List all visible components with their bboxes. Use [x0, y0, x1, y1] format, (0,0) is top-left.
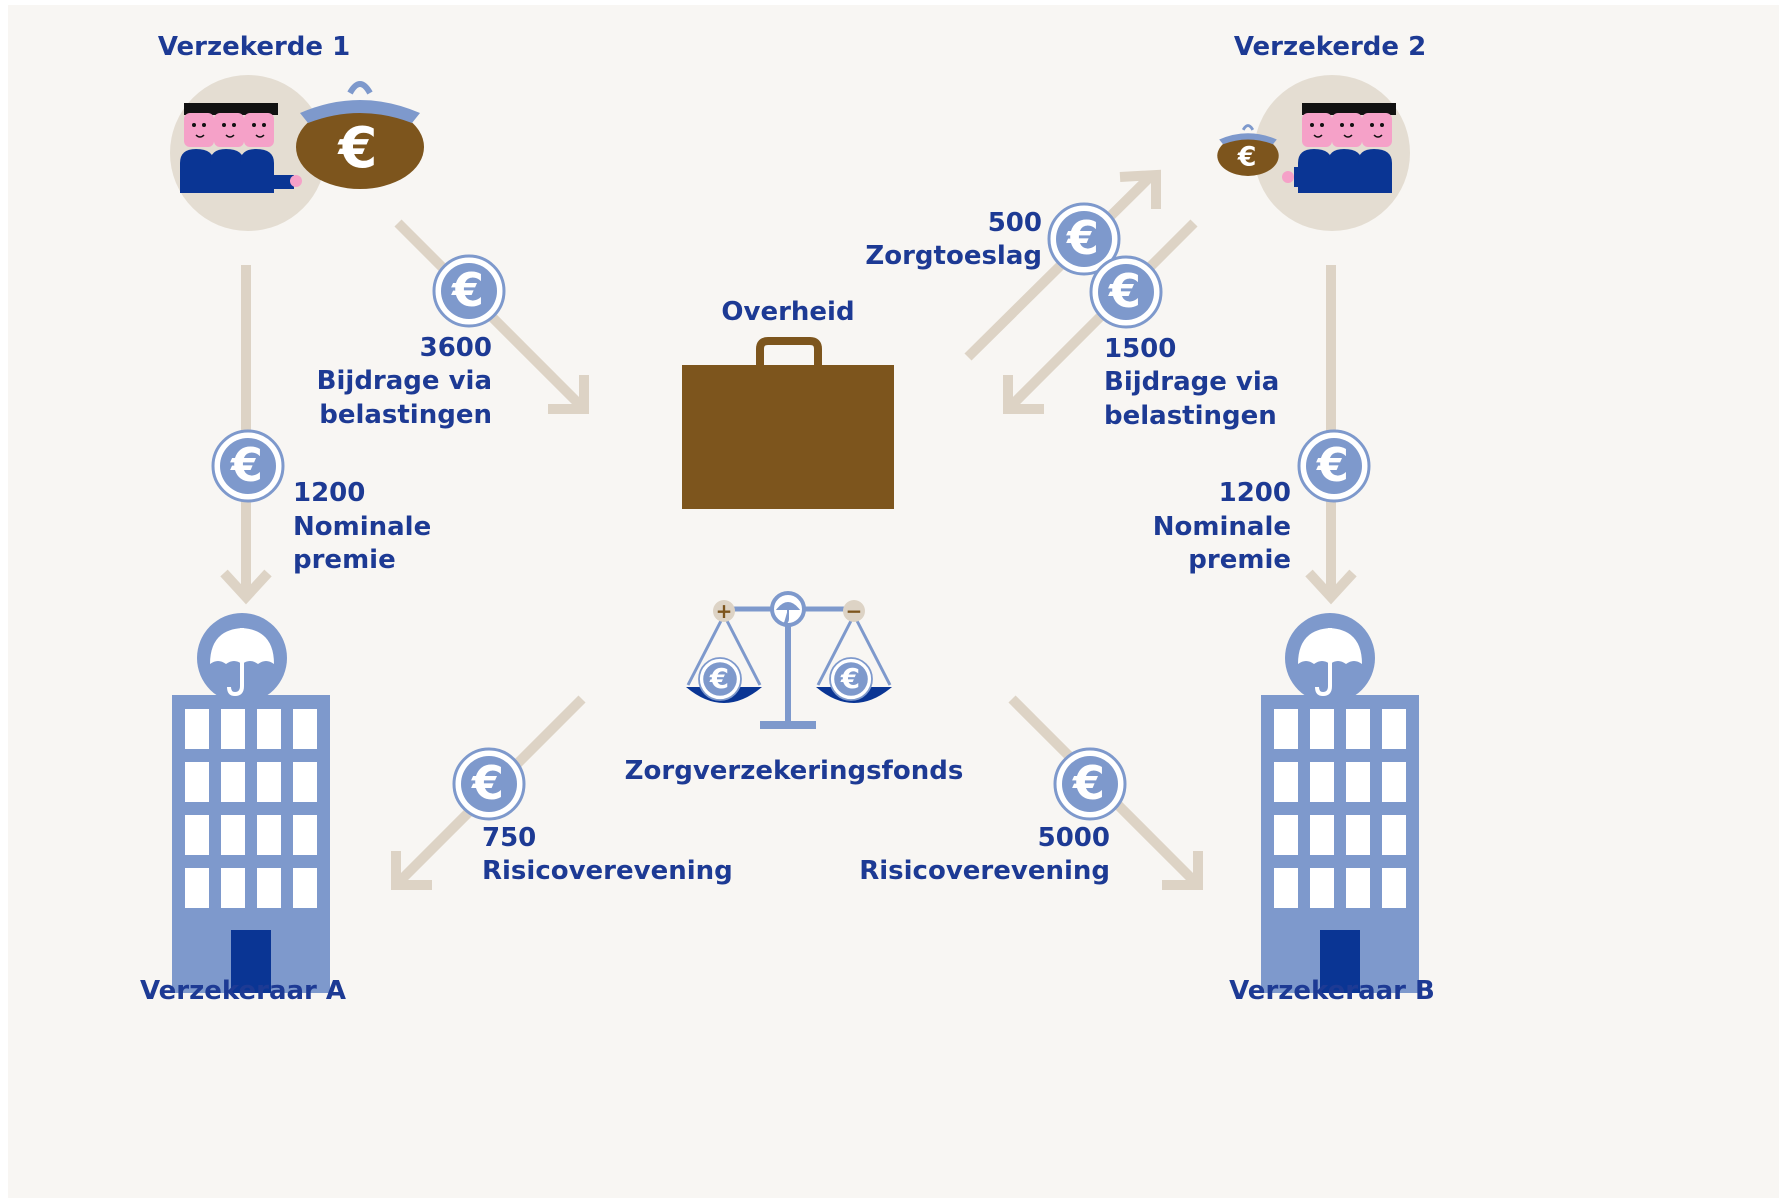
tax-2-line1: Bijdrage via — [1104, 367, 1279, 397]
arrowhead-tax-2 — [1003, 375, 1044, 414]
arrowhead-tax-1 — [548, 375, 589, 414]
insurer-b-umbrella-icon — [1283, 611, 1377, 705]
government-group: Overheid — [682, 297, 894, 509]
briefcase-icon — [682, 337, 894, 509]
premium-1-line1: Nominale — [293, 512, 431, 542]
arrowhead-premium-2 — [1305, 569, 1357, 605]
flow-label-tax-2: 1500 Bijdrage via belastingen — [1104, 334, 1279, 431]
flow-label-tax-1: 3600 Bijdrage via belastingen — [317, 333, 492, 430]
scale-plus-sign: + — [716, 599, 733, 623]
insured-2-label: Verzekerde 2 — [1234, 32, 1426, 62]
flow-label-equalization-a: 750 Risicoverevening — [482, 823, 733, 886]
insurer-a-group: Verzekeraar A — [140, 611, 346, 1006]
insured-2-group: Verzekerde 2 — [1215, 32, 1426, 231]
arrowhead-equalization-a — [391, 851, 432, 890]
arrowhead-premium-1 — [220, 569, 272, 605]
insurer-a-building-icon — [172, 695, 330, 993]
insured-1-people-icon — [179, 102, 302, 194]
insured-1-label: Verzekerde 1 — [158, 32, 350, 62]
fund-label: Zorgverzekeringsfonds — [625, 756, 964, 786]
equalization-b-amount: 5000 — [1038, 823, 1110, 853]
fund-group: + − Zorgverzekeringsfonds — [625, 591, 964, 786]
premium-2-line2: premie — [1188, 545, 1291, 575]
flow-label-equalization-b: 5000 Risicoverevening — [859, 823, 1110, 886]
tax-2-amount: 1500 — [1104, 334, 1176, 364]
premium-1-line2: premie — [293, 545, 396, 575]
arrowhead-allowance-2 — [1119, 169, 1161, 209]
scale-minus-sign: − — [846, 599, 863, 623]
equalization-a-amount: 750 — [482, 823, 536, 853]
tax-1-line2: belastingen — [319, 400, 492, 430]
premium-2-amount: 1200 — [1219, 478, 1291, 508]
insurer-b-group: Verzekeraar B — [1229, 611, 1435, 1006]
health-insurance-flow-diagram: € — [8, 5, 1779, 1198]
coin-premium-1-icon — [211, 429, 285, 503]
insurer-a-umbrella-icon — [195, 611, 289, 705]
coin-equalization-a-icon — [452, 747, 526, 821]
arrow-allowance-2 — [964, 173, 1154, 361]
equalization-a-line1: Risicoverevening — [482, 856, 733, 886]
coin-equalization-b-icon — [1053, 747, 1127, 821]
government-label: Overheid — [721, 297, 854, 327]
insurer-a-label: Verzekeraar A — [140, 976, 346, 1006]
premium-1-amount: 1200 — [293, 478, 365, 508]
coin-tax-2-icon — [1089, 255, 1163, 329]
allowance-2-amount: 500 — [988, 208, 1042, 238]
flow-label-premium-2: 1200 Nominale premie — [1153, 478, 1291, 575]
tax-2-line2: belastingen — [1104, 401, 1277, 431]
allowance-2-line1: Zorgtoeslag — [865, 241, 1042, 271]
tax-1-amount: 3600 — [420, 333, 492, 363]
flow-label-premium-1: 1200 Nominale premie — [293, 478, 431, 575]
diagram-canvas: € — [8, 5, 1779, 1198]
insured-1-group: Verzekerde 1 — [158, 32, 424, 231]
arrowhead-equalization-b — [1162, 851, 1203, 890]
insurer-b-building-icon — [1261, 695, 1419, 993]
premium-2-line1: Nominale — [1153, 512, 1291, 542]
coin-tax-1-icon — [432, 254, 506, 328]
flow-label-allowance-2: 500 Zorgtoeslag — [865, 208, 1042, 271]
tax-1-line1: Bijdrage via — [317, 366, 492, 396]
insured-2-people-icon — [1282, 102, 1397, 194]
coin-premium-2-icon — [1297, 429, 1371, 503]
insurer-b-label: Verzekeraar B — [1229, 976, 1435, 1006]
equalization-b-line1: Risicoverevening — [859, 856, 1110, 886]
scale-icon: + − — [686, 591, 892, 729]
